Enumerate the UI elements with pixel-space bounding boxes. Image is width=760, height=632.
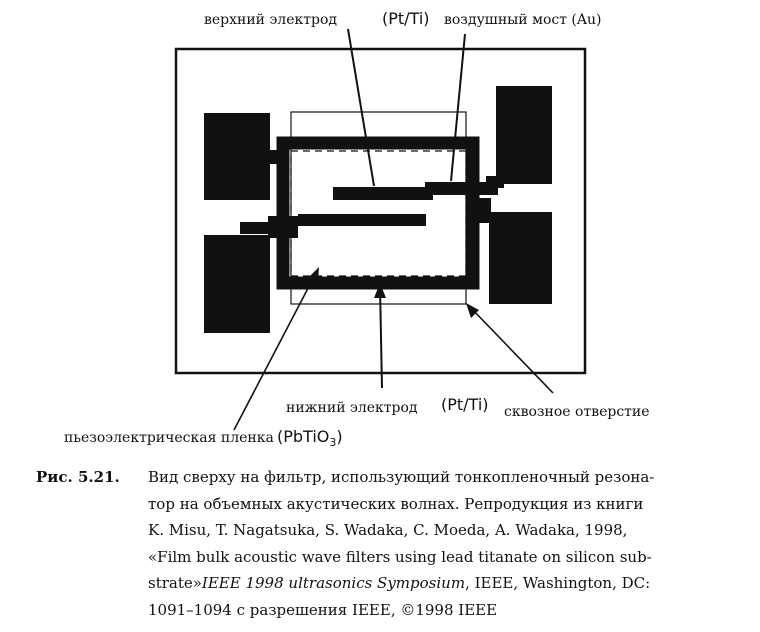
leader-air-bridge [450,33,466,182]
arrowhead-bottom-electrode [374,283,386,298]
caption-line-1: Вид сверху на фильтр, использующий тонко… [148,468,655,486]
caption-number: Рис. 5.21. [36,468,120,486]
air-bridge [425,182,498,195]
lower-electrode-finger [298,214,426,226]
leader-piezo-film [233,270,318,431]
top-electrode-finger [333,187,433,200]
right-top-pad [496,86,552,184]
left-top-connector [268,150,278,164]
label-bottom-material: (Pt/Ti) [441,395,489,414]
caption-line-5: strate»IEEE 1998 ultrasonics Symposium, … [148,570,650,597]
left-top-pad [204,113,270,200]
lower-finger-lead [240,222,298,234]
right-bottom-pad [489,212,552,304]
caption-quote-end: strate» [148,574,202,592]
dashed-inner-outline [290,150,467,277]
air-bridge-riser [486,176,498,195]
label-top-material: (Pt/Ti) [382,9,430,28]
caption-line-6: 1091–1094 с разрешения IEEE, ©1998 IEEE [148,600,498,619]
bottom-electrode-frame [276,136,480,290]
caption-line-4: «Film bulk acoustic wave filters using l… [148,547,652,566]
label-top-electrode: верхний электрод [204,12,337,28]
label-piezo-material: (PbTiO3) [277,427,343,449]
caption-publisher: , IEEE, Washington, DC: [465,574,651,592]
arrowhead-via-hole [466,303,479,318]
caption-line-3: K. Misu, T. Nagatsuka, S. Wadaka, C. Moe… [148,521,628,539]
label-via-hole: сквозное отверстие [504,404,650,420]
label-piezo-film: пьезоэлектрическая пленка [64,430,274,446]
caption-venue: IEEE 1998 ultrasonics Symposium [201,574,466,592]
air-bridge-link [496,176,504,188]
leader-top-electrode [347,28,375,187]
label-air-bridge: воздушный мост (Au) [444,12,601,28]
left-bottom-pad [204,235,270,333]
substrate-outline [174,47,587,375]
caption-line-2: тор на объемных акустических волнах. Реп… [148,494,644,513]
leader-bottom-electrode [379,285,383,389]
leader-via-hole [469,306,554,394]
arrowhead-piezo-film [308,267,319,283]
label-bottom-electrode: нижний электрод [286,400,418,416]
